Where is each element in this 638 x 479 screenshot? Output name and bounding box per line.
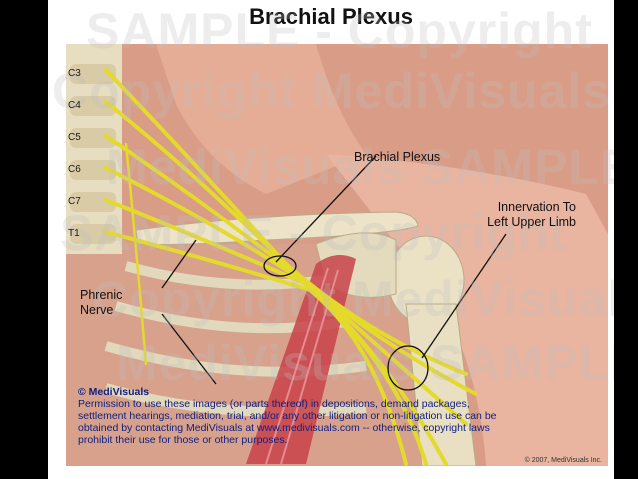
innervation-leader: [421, 233, 507, 359]
vertebra-label-t1: T1: [68, 228, 80, 239]
credit-line: prohibit their use for those or other pu…: [78, 434, 288, 446]
watermark-text: SAMPLE - Copyright: [86, 3, 593, 59]
brachial-plexus-label: Brachial Plexus: [354, 150, 441, 164]
phrenic-label-line2: Nerve: [80, 303, 114, 317]
callout-lines: [161, 155, 507, 391]
innervation-label-line1: Innervation To: [497, 200, 576, 214]
phrenic-leader-top: [161, 239, 197, 289]
vertebra-label-c6: C6: [68, 164, 81, 175]
slide: Brachial Plexus: [48, 0, 614, 479]
brachial-plexus-nerves: [104, 68, 478, 466]
watermark-text: Copyright MediVisuals: [92, 271, 614, 327]
innervation-circle: [387, 345, 429, 391]
vertebra-label-c5: C5: [68, 132, 81, 143]
credit-line: obtained by contacting MediVisuals at ww…: [78, 422, 490, 434]
phrenic-nerve-label: Phrenic Nerve: [80, 288, 122, 318]
vertebra-label-c7: C7: [68, 196, 81, 207]
phrenic-label-line1: Phrenic: [80, 288, 123, 302]
credit-brand: © MediVisuals: [78, 386, 150, 398]
phrenic-leader-bottom: [161, 313, 217, 385]
watermark-text: Copyright MediVisuals: [52, 63, 612, 119]
vertebra-label-c3: C3: [68, 68, 81, 79]
muscle-fiber: [265, 267, 329, 465]
watermark-text: MediVisuals SAMPLE: [116, 335, 614, 391]
anatomy-illustration: SAMPLE - Copyright Copyright MediVisuals…: [52, 3, 614, 466]
slide-title: Brachial Plexus: [249, 4, 413, 29]
watermark-text: SAMPLE - Copyright: [60, 205, 567, 261]
copyright-notice: © MediVisuals Permission to use these im…: [78, 386, 578, 446]
year-note: © 2007, MediVisuals Inc.: [524, 457, 602, 464]
vertebra-label-c4: C4: [68, 100, 81, 111]
credit-line: settlement hearings, mediation, trial, a…: [78, 410, 497, 422]
shoulder: [326, 154, 608, 466]
innervation-label-line2: Left Upper Limb: [487, 215, 576, 229]
innervation-label: Innervation To Left Upper Limb: [466, 200, 576, 230]
illustration-svg: [66, 44, 608, 466]
credit-line: Permission to use these images (or parts…: [78, 398, 470, 410]
brachial-plexus-circle: [263, 255, 297, 277]
watermark-text: MediVisuals SAMPLE: [106, 139, 614, 195]
neck: [156, 44, 366, 194]
brachial-plexus-leader: [275, 155, 377, 263]
